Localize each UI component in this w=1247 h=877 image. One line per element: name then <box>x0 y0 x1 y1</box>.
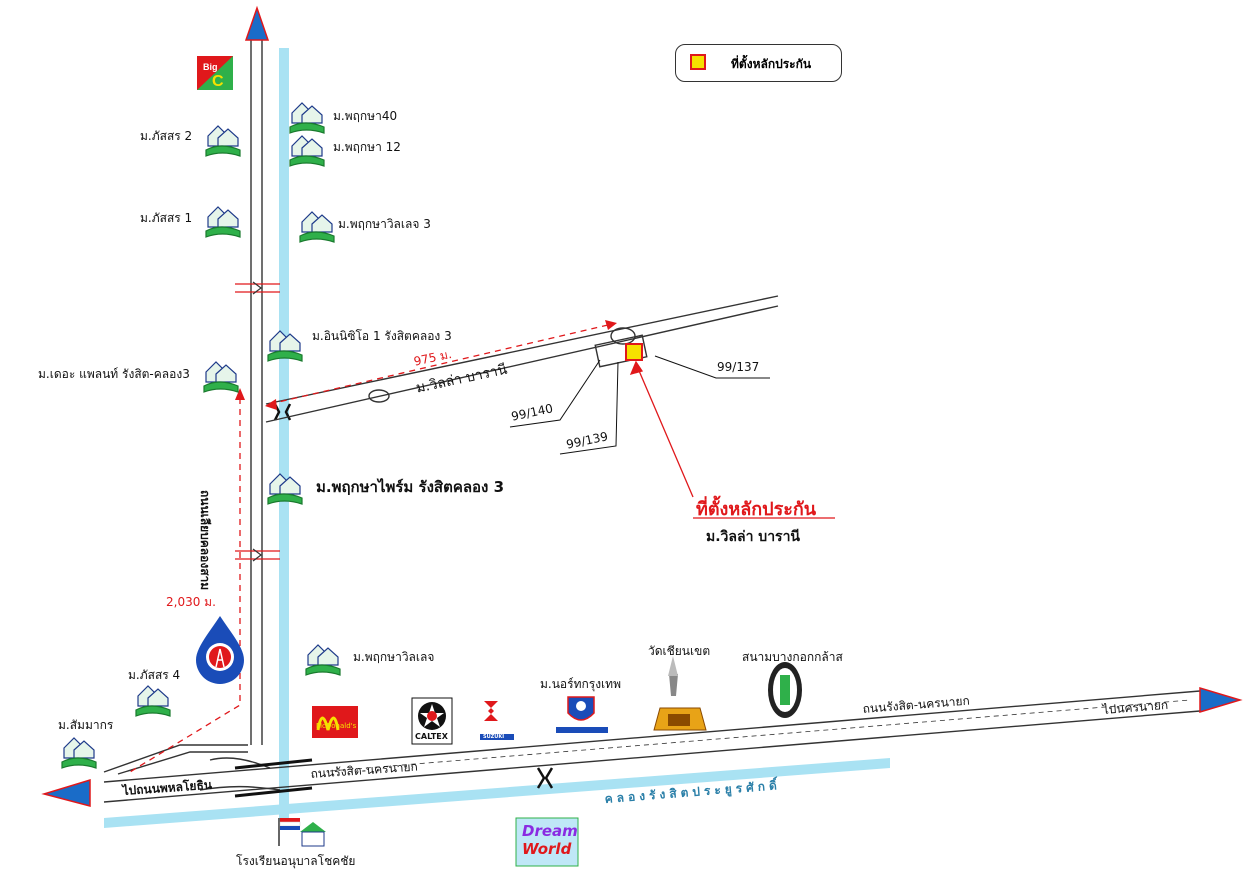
collateral-pointer <box>629 360 835 519</box>
suzuki-logo <box>480 701 514 740</box>
khlong-sam-road-line <box>250 40 263 745</box>
suzuki-text: SUZUKI <box>483 734 505 740</box>
village-north-bangkok: ม.นอร์ทกรุงเทพ <box>540 677 621 691</box>
plot-leaders <box>509 355 770 455</box>
village-phruksa40: ม.พฤกษา40 <box>333 109 398 123</box>
svg-text:Big: Big <box>203 62 218 72</box>
bigc-logo: Big C <box>197 56 233 90</box>
map-legend: ที่ตั้งหลักประกัน <box>675 44 842 82</box>
village-phruksa-village3: ม.พฤกษาวิลเลจ 3 <box>338 217 431 231</box>
mcdonalds-text: McDonald's <box>316 722 357 730</box>
plot-99-137: 99/137 <box>717 360 760 374</box>
village-the-plant: ม.เดอะ แพลนท์ รังสิต-คลอง3 <box>38 367 190 381</box>
legend-swatch <box>690 54 706 70</box>
villa-barani-road <box>265 295 779 423</box>
north-arrow <box>244 5 270 41</box>
golf-course-icon <box>768 662 802 718</box>
distance-arrow-3 <box>235 388 245 400</box>
village-phatsorn1: ม.ภัสสร 1 <box>140 211 193 225</box>
road-break-marks <box>235 281 280 562</box>
village-phatsorn4: ม.ภัสสร 4 <box>128 668 181 682</box>
house-icons <box>61 102 341 769</box>
west-arrow <box>41 778 91 807</box>
school-icon <box>278 818 326 847</box>
temple-icon <box>653 656 707 731</box>
village-indy1: ม.อินนิซิโอ 1 รังสิตคลอง 3 <box>312 329 452 343</box>
temple-label: วัดเชียนเขต <box>648 644 711 658</box>
collateral-village: ม.วิลล่า บารานี <box>706 529 801 545</box>
mcdonalds-logo <box>312 706 358 738</box>
distance-lines <box>129 323 613 773</box>
dreamworld-logo <box>515 817 579 867</box>
village-phruksa12: ม.พฤกษา 12 <box>333 140 401 154</box>
village-sammakorn: ม.สัมมากร <box>58 718 114 732</box>
distance-2030: 2,030 ม. <box>166 595 216 609</box>
rangsit-canal <box>104 758 890 828</box>
dreamworld-text-2: World <box>522 840 572 858</box>
golf-label: สนามบางกอกกล้าส <box>742 650 843 664</box>
svg-text:C: C <box>212 73 224 90</box>
khlong-sam-canal <box>279 48 289 818</box>
caltex-logo <box>411 697 453 745</box>
caltex-text: CALTEX <box>415 732 448 741</box>
distance-arrow-1 <box>605 320 617 330</box>
road-label-khlong-sam: ถนนเลียบคลองสาม <box>198 490 212 591</box>
east-arrow <box>1199 686 1243 714</box>
village-phruksa-village: ม.พฤกษาวิลเลจ <box>353 650 435 664</box>
collateral-title: ที่ตั้งหลักประกัน <box>696 499 817 520</box>
dreamworld-text-1: Dream <box>522 822 578 840</box>
legend-label: ที่ตั้งหลักประกัน <box>731 57 812 71</box>
north-bangkok-emblem <box>556 696 608 733</box>
school-label: โรงเรียนอนุบาลโชคชัย <box>236 854 356 868</box>
collateral-marker <box>625 343 643 361</box>
ptt-station-icon <box>196 616 244 684</box>
distance-arrow-2 <box>265 399 277 410</box>
village-phruksa-prime: ม.พฤกษาไพร์ม รังสิตคลอง 3 <box>316 478 505 496</box>
rangsit-nakhonnayok-road <box>103 690 1201 803</box>
village-phatsorn2: ม.ภัสสร 2 <box>140 129 193 143</box>
